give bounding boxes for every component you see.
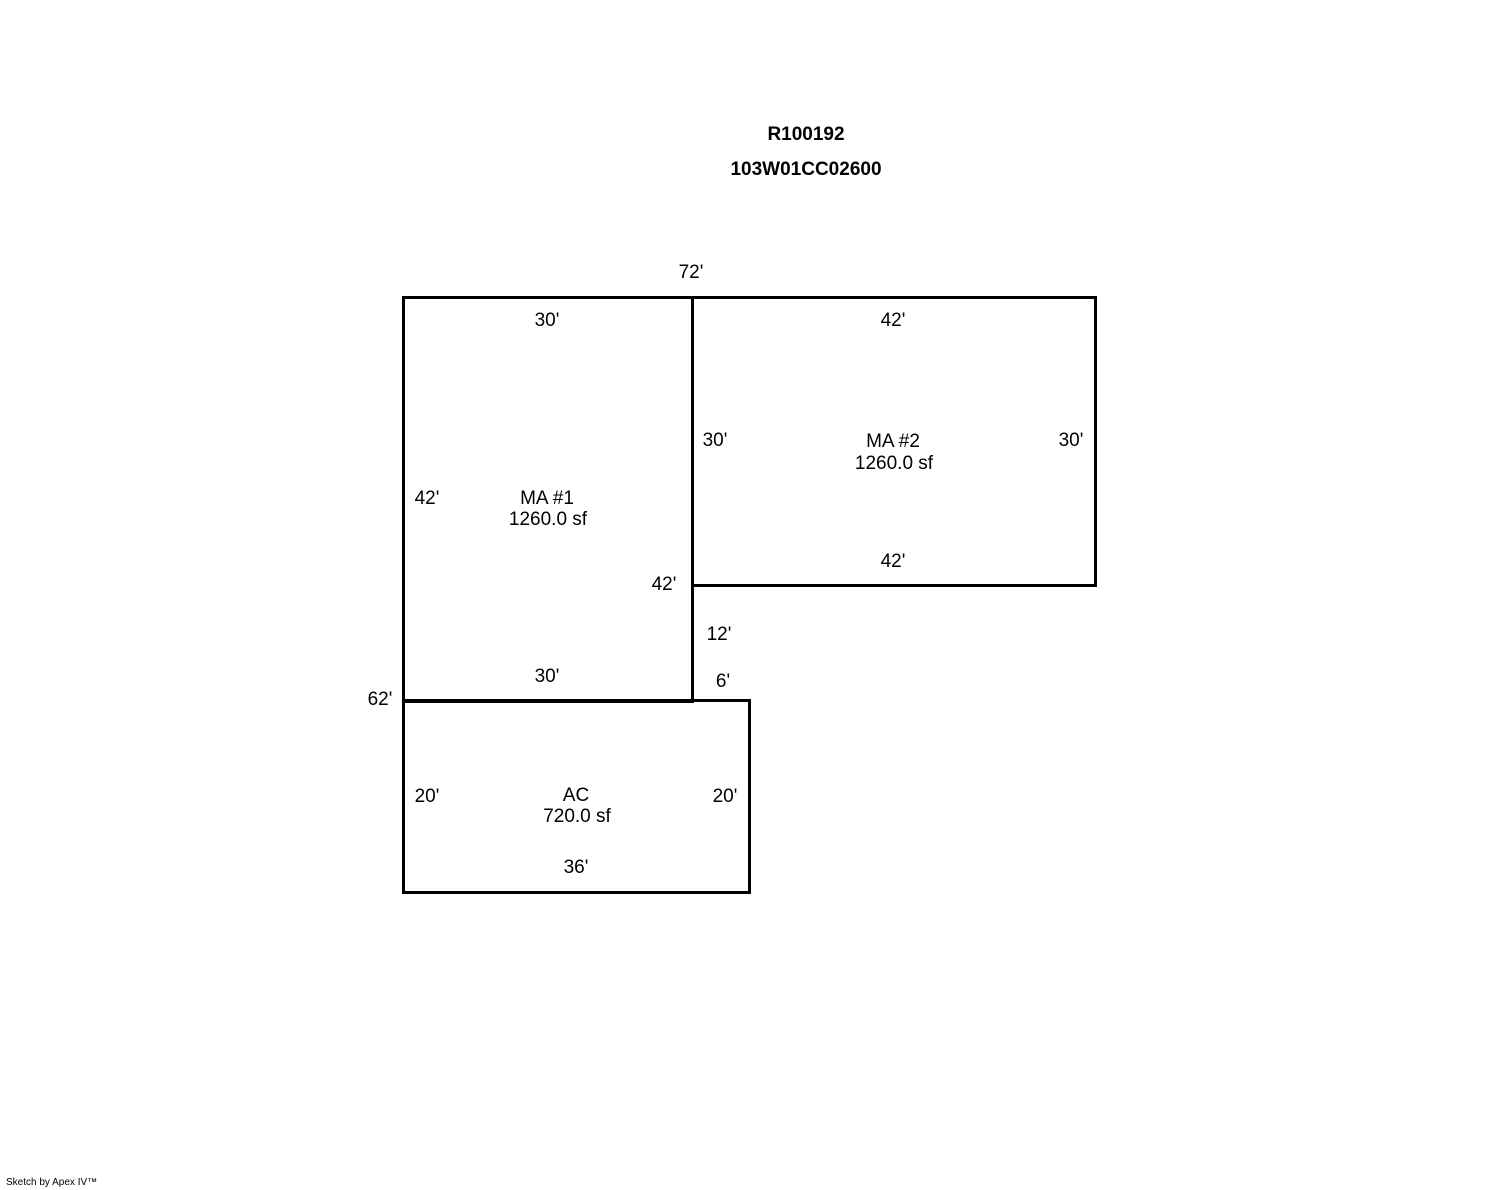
overall-top-dimension: 72' — [678, 262, 704, 283]
ac-top-dimension: 6' — [715, 671, 731, 692]
map-tax-lot: 103W01CC02600 — [730, 159, 882, 180]
ac-right-dimension: 20' — [712, 786, 738, 807]
ma-1-label: MA #1 — [520, 488, 574, 509]
ac-left-dimension: 20' — [414, 786, 440, 807]
ma-1-size: 1260.0 sf — [508, 509, 588, 530]
software-credit: Sketch by Apex IV™ — [6, 1177, 98, 1188]
ma-1-right-dimension: 42' — [651, 574, 677, 595]
ma-2-left-dimension: 30' — [702, 430, 728, 451]
room-ma-2-outline — [691, 296, 1097, 587]
ac-bottom-dimension: 36' — [563, 857, 589, 878]
overall-left-dimension: 62' — [367, 689, 393, 710]
room-ac-outline — [402, 699, 751, 894]
account-id: R100192 — [767, 124, 845, 145]
ma-2-label: MA #2 — [866, 431, 920, 452]
ma-1-left-dimension: 42' — [414, 488, 440, 509]
ma-2-top-dimension: 42' — [880, 310, 906, 331]
ma-1-top-dimension: 30' — [534, 310, 560, 331]
ma-2-right-dimension: 30' — [1058, 430, 1084, 451]
ma-2-bottom-dimension: 42' — [880, 551, 906, 572]
ma-1-bottom-dimension: 30' — [534, 666, 560, 687]
connector-dimension: 12' — [706, 624, 732, 645]
ac-size: 720.0 sf — [543, 806, 611, 827]
ac-label: AC — [562, 785, 590, 806]
ma-2-size: 1260.0 sf — [854, 453, 934, 474]
